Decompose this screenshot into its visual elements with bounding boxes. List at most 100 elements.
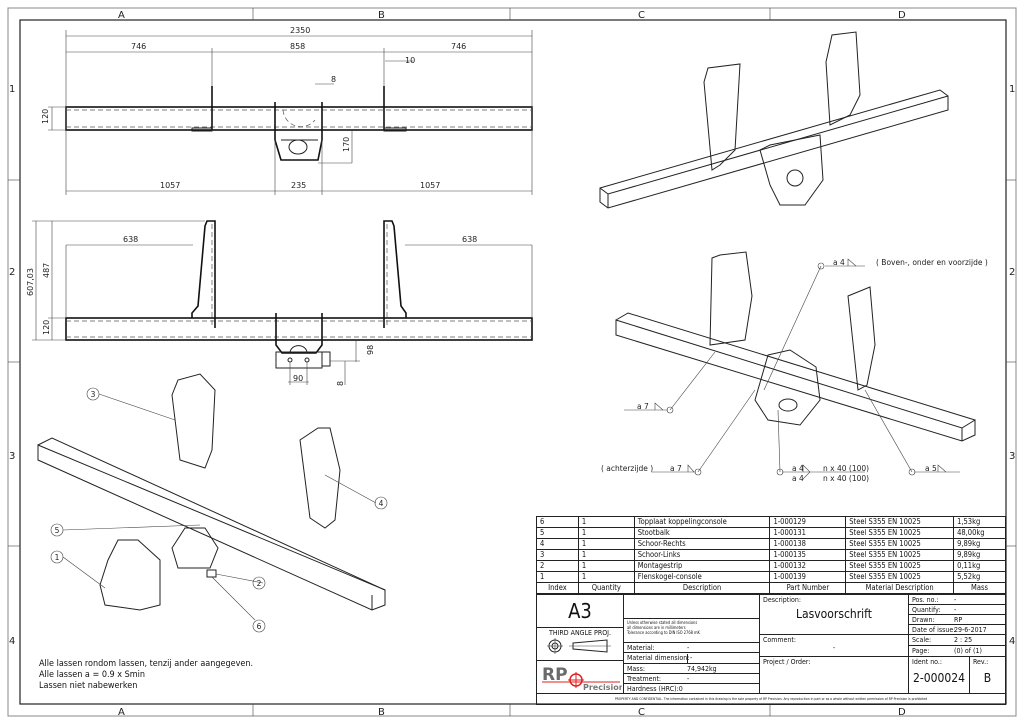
sheet-format: A3 — [536, 594, 624, 628]
note-line: Lassen niet nabewerken — [39, 681, 138, 691]
bom-part-number: 1-000132 — [769, 560, 847, 572]
dim-right-638: 638 — [462, 235, 477, 244]
pos-label: Pos. no.: — [912, 596, 939, 604]
drawn-value: RP — [954, 616, 963, 624]
weld-a7-left: a 7 — [637, 402, 649, 411]
bom-header: Material Description — [845, 582, 955, 594]
iso-view-assembly — [599, 31, 949, 209]
rev-label: Rev.: — [973, 658, 989, 666]
bom-material: Steel S355 EN 10025 — [845, 516, 955, 528]
scale-label: Scale: — [912, 636, 932, 644]
note-line: Alle lassen rondom lassen, tenzij ander … — [39, 659, 254, 669]
dim-bottom-right: 1057 — [420, 181, 440, 190]
pos-value: - — [954, 596, 957, 604]
bom-mass: 1,53kg — [953, 516, 1006, 528]
svg-text:Precision: Precision — [583, 683, 622, 692]
bom-part-number: 1-000131 — [769, 527, 847, 539]
company-logo: RP Precision — [536, 660, 624, 694]
zone-col-d-bottom: D — [898, 707, 906, 718]
bom-part-number: 1-000138 — [769, 538, 847, 550]
comment-value: - — [832, 644, 836, 652]
rev-value: B — [983, 671, 992, 685]
tolerance-line: Tolerance according to DIN ISO 2768 mK — [627, 630, 700, 635]
treatment-label: Treatment: — [627, 675, 662, 683]
weld-a4-top-note: ( Boven-, onder en voorzijde ) — [876, 258, 988, 267]
bom-part-number: 1-000129 — [769, 516, 847, 528]
dim-bottom-mid: 235 — [291, 181, 306, 190]
dim-console-depth: 170 — [342, 137, 351, 152]
dim-right-746: 746 — [451, 42, 466, 51]
bom-description: Flenskogel-console — [633, 571, 771, 583]
project-field: Project / Order: — [759, 656, 909, 694]
dim-beam-height-front: 120 — [42, 320, 51, 335]
bom-material: Steel S355 EN 10025 — [845, 560, 955, 572]
blank-field — [623, 594, 760, 619]
bom-mass: 9,89kg — [953, 549, 1006, 561]
bom-index: 4 — [536, 538, 579, 550]
bom-index: 1 — [536, 571, 579, 583]
bom-index: 3 — [536, 549, 579, 561]
treatment-value: - — [687, 675, 690, 683]
description-label: Description: — [763, 596, 801, 604]
zone-row-3-right: 3 — [1009, 451, 1015, 462]
view-top: 2350 746 858 746 10 8 120 170 1057 235 1… — [41, 26, 533, 195]
drawn-label: Drawn: — [912, 616, 935, 624]
zone-row-4-right: 4 — [1009, 636, 1015, 647]
bom-index: 6 — [536, 516, 579, 528]
mass-value: 74,942kg — [687, 665, 717, 673]
quantity-label: Quantify: — [912, 606, 941, 614]
balloon-2: 2 — [257, 579, 262, 588]
balloon-5: 5 — [55, 526, 60, 535]
bom-description: Stootbalk — [633, 527, 771, 539]
bom-mass: 5,52kg — [953, 571, 1006, 583]
projection-label: THIRD ANGLE PROJ. — [548, 629, 612, 637]
zone-ticks — [8, 8, 1016, 716]
dim-plate-height: 487 — [42, 263, 51, 278]
zone-col-b-bottom: B — [378, 707, 385, 718]
dim-hole-spacing: 90 — [293, 374, 303, 383]
project-label: Project / Order: — [763, 658, 811, 666]
zone-row-2: 2 — [9, 267, 15, 278]
dim-strip-thk: 8 — [336, 381, 345, 386]
tolerance-line: Unless otherwise stated all dimensions — [627, 620, 698, 625]
projection-box: THIRD ANGLE PROJ. — [536, 627, 624, 661]
weld-a4-stitch-1: a 4 — [792, 464, 804, 473]
tolerance-note: Unless otherwise stated all dimensions a… — [623, 618, 760, 643]
zone-col-d: D — [898, 10, 906, 21]
balloon-3: 3 — [91, 390, 96, 399]
bom-material: Steel S355 EN 10025 — [845, 549, 955, 561]
bom-index: 2 — [536, 560, 579, 572]
bom-mass: 9,89kg — [953, 538, 1006, 550]
rp-precision-logo: RP Precision — [542, 665, 623, 692]
zone-labels: A B C D A B C D 1 2 3 4 1 2 3 4 — [9, 10, 1015, 718]
dim-overall-height: 607,03 — [26, 268, 35, 296]
material-label: Material: — [627, 644, 655, 652]
balloon-4: 4 — [379, 499, 384, 508]
iso-view-welds: a 4 ( Boven-, onder en voorzijde ) a 7 a… — [601, 251, 988, 483]
bom-material: Steel S355 EN 10025 — [845, 538, 955, 550]
bom-description: Topplaat koppelingconsole — [633, 516, 771, 528]
zone-row-3: 3 — [9, 451, 15, 462]
exploded-view: 1 2 3 4 5 6 — [37, 373, 388, 633]
bom-material: Steel S355 EN 10025 — [845, 527, 955, 539]
bom-part-number: 1-000135 — [769, 549, 847, 561]
bom-qty: 1 — [577, 516, 635, 528]
dim-beam-height: 120 — [41, 109, 50, 124]
bom-material: Steel S355 EN 10025 — [845, 571, 955, 583]
description-field: Description: Lasvoorschrift — [759, 594, 909, 635]
note-line: Alle lassen a = 0.9 x Smin — [39, 670, 146, 680]
zone-col-c: C — [638, 10, 645, 21]
bom-mass: 48,00kg — [953, 527, 1006, 539]
bom-header: Mass — [953, 582, 1006, 594]
scale-value: 2 : 25 — [954, 636, 973, 644]
zone-col-a: A — [118, 10, 125, 21]
svg-text:RP: RP — [542, 665, 568, 685]
confidentiality-footer: PROPERTY AND CONFIDENTIAL. The informati… — [536, 693, 1006, 705]
